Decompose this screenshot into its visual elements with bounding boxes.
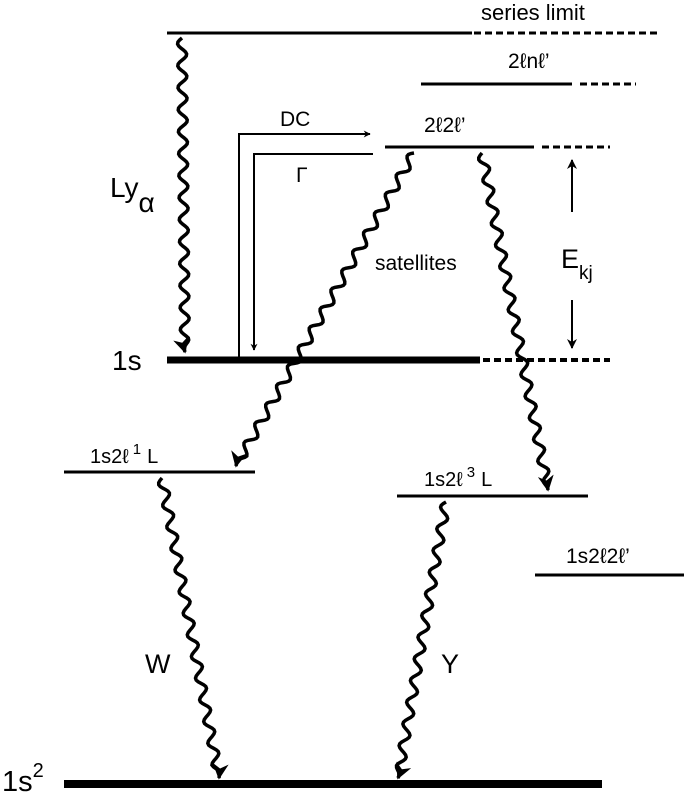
dc-label: DC [280,108,310,131]
satellite-singlet-transition [231,151,415,468]
w-transition [156,476,229,780]
level-2lnl-label: 2ℓnℓ’ [508,50,550,73]
level-2l2l-label: 2ℓ2ℓ’ [424,114,466,137]
satellite-triplet-transition [476,151,554,492]
gamma-arrow [250,153,373,351]
ground-label: 1s2 [2,760,44,797]
satellites-label: satellites [375,252,457,275]
lya-label: Lyα [110,172,155,218]
level-1s2l2l-label: 1s2ℓ2ℓ’ [566,545,630,568]
w-label: W [145,649,171,679]
gamma-label: Γ [296,164,308,187]
series-limit-label: series limit [481,0,585,25]
level-1s-label: 1s [112,345,142,376]
y-transition [394,500,450,780]
ekj-label: Ekj [561,244,593,284]
dc-arrow [238,130,371,358]
y-label: Y [441,649,459,679]
lya-transition [173,36,191,354]
